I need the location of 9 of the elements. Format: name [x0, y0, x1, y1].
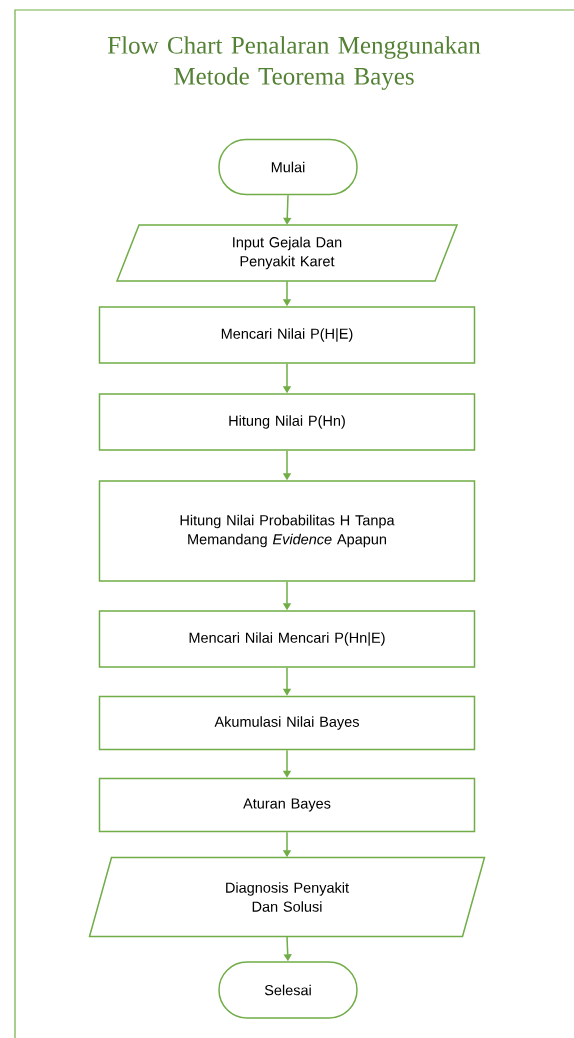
- process-box: Akumulasi Nilai Bayes: [98, 695, 476, 751]
- arrow: [283, 194, 292, 225]
- process-box: Mencari Nilai P(H|E): [98, 306, 476, 364]
- process-box: Hitung Nilai Probabilitas H Tanpa Memandang Evidence Apapun: [98, 480, 476, 582]
- data-parallelogram: Diagnosis Penyakit Dan Solusi: [88, 856, 486, 938]
- process-box: Mencari Nilai Mencari P(Hn|E): [98, 610, 476, 668]
- title: Flow Chart Penalaran Menggunakan Metode Teorema Bayes: [107, 36, 481, 90]
- process-box: Hitung Nilai P(Hn): [98, 393, 476, 451]
- process-box: Aturan Bayes: [98, 777, 476, 833]
